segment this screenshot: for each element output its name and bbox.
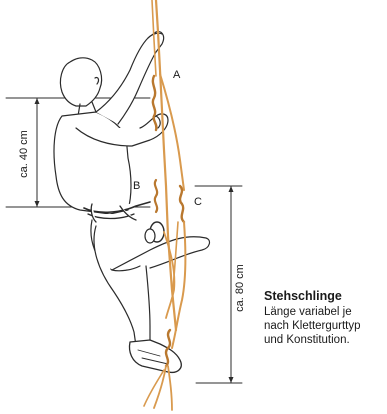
caption: Stehschlinge Länge variabel je nach Klet…: [264, 289, 386, 347]
dimension-lower-label: ca. 80 cm: [234, 264, 246, 312]
caption-line: Länge variabel je: [264, 305, 386, 319]
label-point-a: A: [173, 69, 181, 81]
caption-line: nach Klettergurttyp: [264, 319, 386, 333]
label-point-b: B: [133, 180, 140, 192]
caption-title: Stehschlinge: [264, 289, 386, 303]
climber-figure: [54, 32, 209, 373]
caption-line: und Konstitution.: [264, 333, 386, 347]
label-point-c: C: [194, 196, 202, 208]
dimension-upper-label: ca. 40 cm: [18, 130, 30, 178]
